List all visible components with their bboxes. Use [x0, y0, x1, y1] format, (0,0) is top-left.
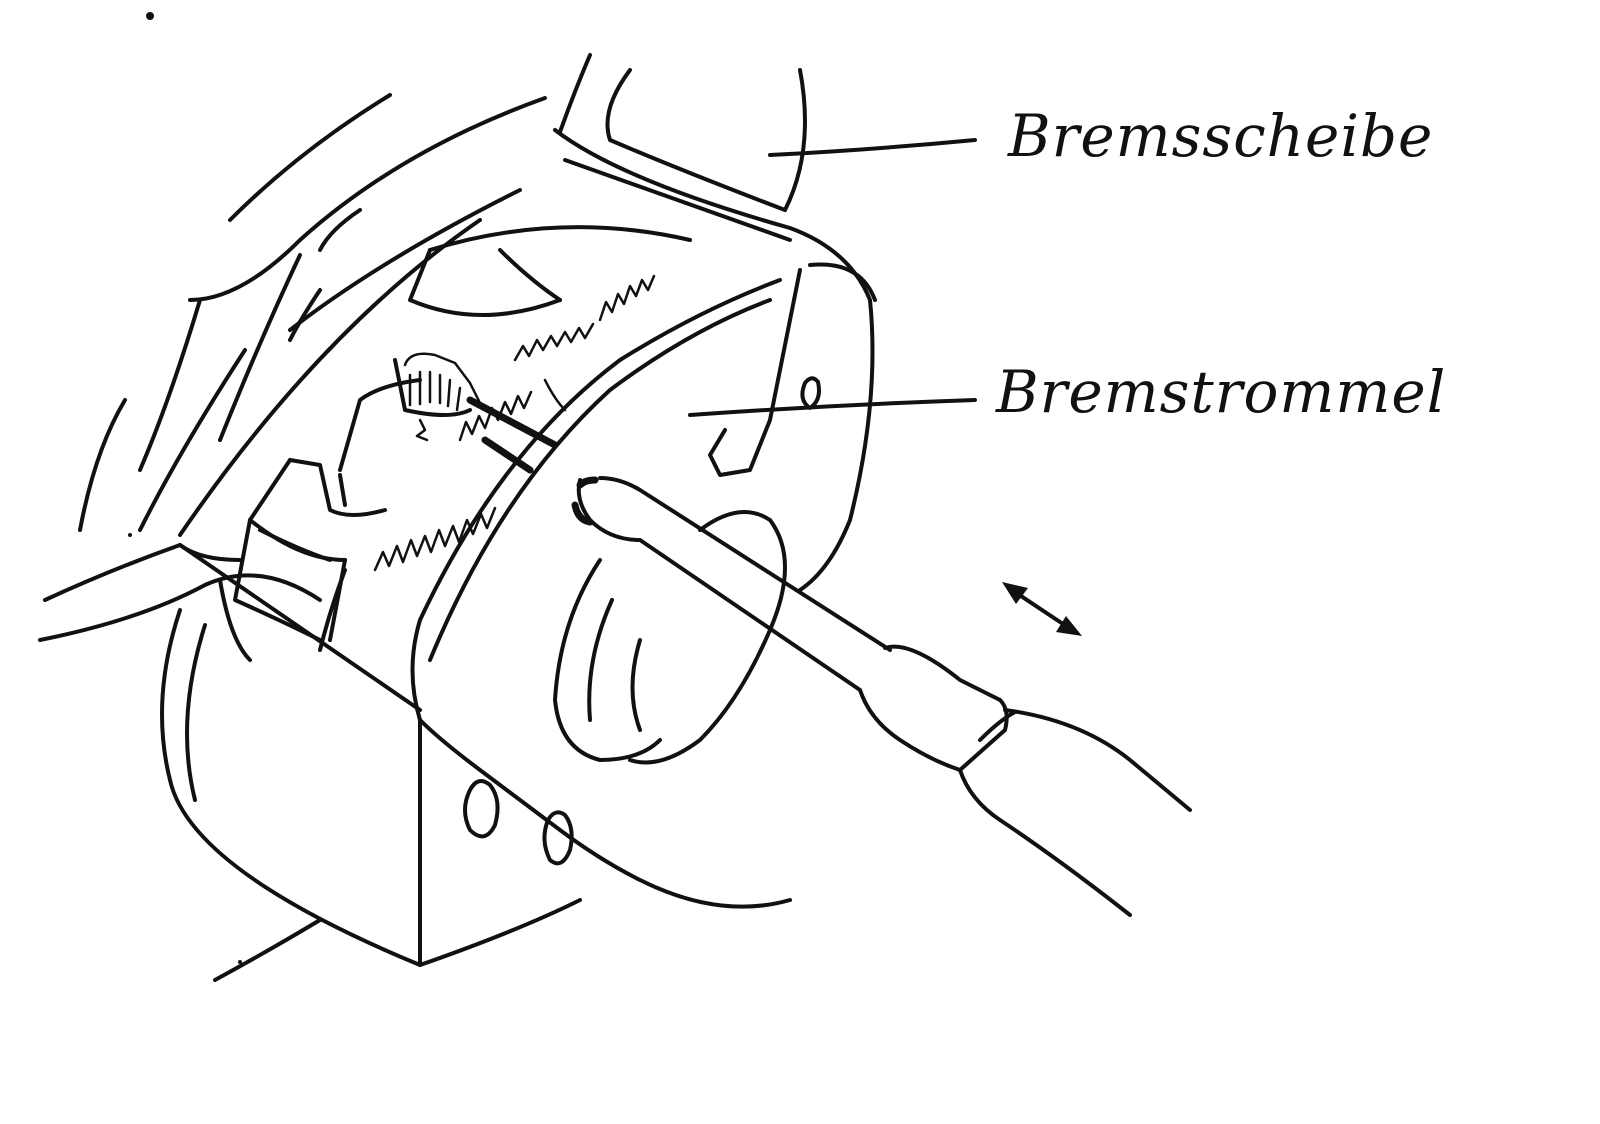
leader-line-drum: [688, 398, 977, 417]
ink-dot: [238, 960, 242, 964]
double-arrow-icon: [1002, 582, 1082, 636]
brake-drum: [160, 262, 877, 982]
ink-dot: [128, 533, 132, 537]
label-brake-disc: Bremsscheibe: [1008, 102, 1434, 170]
ink-dot: [146, 12, 154, 20]
drum-hub: [553, 510, 787, 765]
leader-line-disc: [768, 138, 977, 157]
screwdriver: [571, 476, 1192, 917]
brake-disc: [38, 53, 875, 712]
label-brake-drum: Bremstrommel: [996, 358, 1447, 426]
adjuster-spring: [373, 274, 656, 572]
outer-arcs: [78, 93, 547, 532]
brake-shoes: [218, 225, 692, 662]
